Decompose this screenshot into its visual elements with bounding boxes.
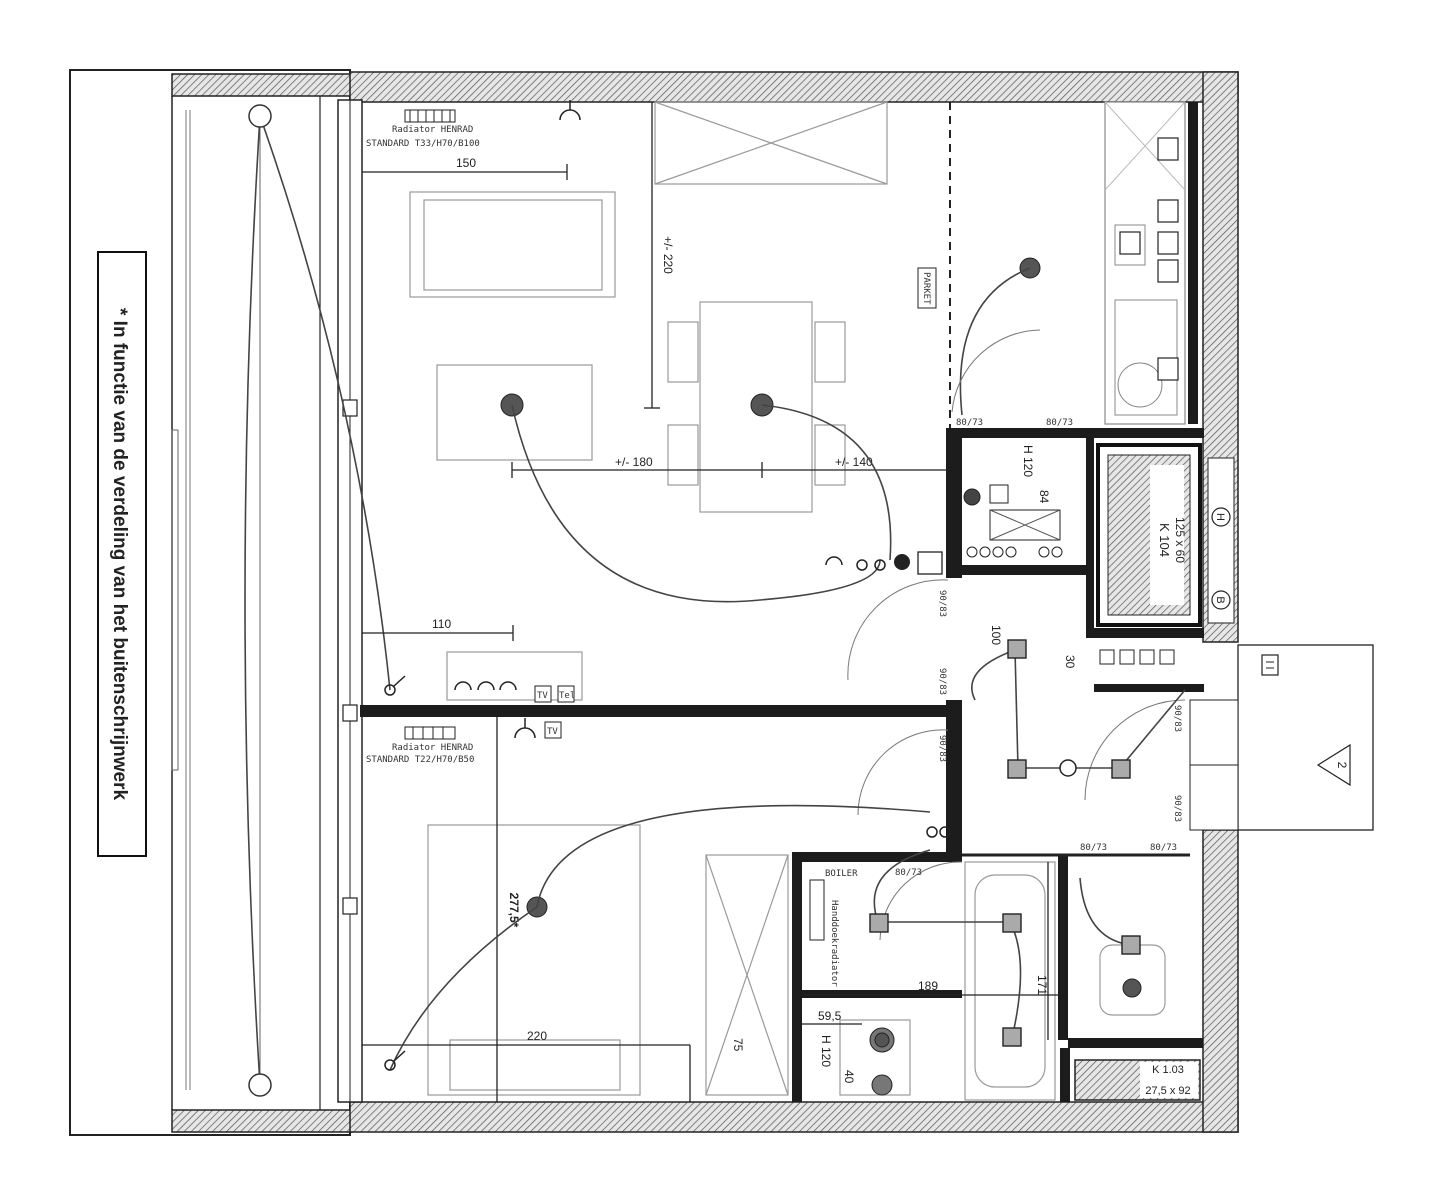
wall-corridor-left2 (946, 700, 962, 855)
svg-text:H: H (1214, 513, 1226, 521)
wall-living-bedroom (360, 705, 952, 717)
towel-radiator-icon (809, 879, 825, 941)
dim-30: 30 (1063, 655, 1077, 669)
dim-59: 59,5 (818, 1009, 842, 1023)
shaft-k103-label: K 1.03 (1152, 1064, 1184, 1076)
kitchen-sockets (1119, 137, 1179, 381)
svg-text:B: B (1214, 596, 1226, 603)
dim-110: 110 (432, 617, 451, 631)
terrace-light-icon (248, 104, 272, 128)
dim-220: 220 (527, 1029, 547, 1043)
note-text: * In functie van de verdeling van het bu… (109, 308, 130, 800)
svg-text:80/73: 80/73 (956, 418, 983, 428)
terrace-light-icon (248, 1073, 272, 1097)
sink-bath (839, 1019, 911, 1096)
svg-text:90/83: 90/83 (937, 668, 947, 695)
intercom-icon (1261, 654, 1279, 676)
junction-boxes (869, 639, 1141, 1047)
dim-40: 40 (842, 1070, 856, 1084)
bedroom-furniture (427, 824, 789, 1096)
sofa (409, 191, 616, 298)
wardrobe (705, 854, 789, 1096)
terrace-wall-bottom (171, 1109, 353, 1133)
kitchen (1104, 101, 1198, 425)
dim-171: 171 (1035, 975, 1049, 995)
wall-corridor-left (946, 428, 962, 578)
dim-220-vertical: +/- 220 (661, 236, 675, 274)
svg-text:2: 2 (1335, 762, 1349, 769)
sun-light-icon (1059, 759, 1077, 777)
svg-text:80/73: 80/73 (1080, 843, 1107, 853)
floor-number-triangle (1316, 743, 1351, 787)
wall-bottom (349, 1101, 1239, 1133)
svg-text:TV: TV (537, 691, 548, 701)
shaft-k104-size: 125 x 60 (1173, 517, 1187, 563)
sockets (384, 100, 951, 1071)
dining-table (699, 301, 813, 513)
svg-text:90/83: 90/83 (937, 735, 947, 762)
wall-right-lower (1202, 829, 1239, 1133)
boiler-label: BOILER (825, 869, 858, 879)
terrace-wall-top (171, 73, 353, 97)
ceiling-light-icon (1122, 978, 1142, 998)
radiator-living: Radiator HENRAD STANDARD T33/H70/B100 (366, 109, 480, 149)
heater-note: Handdoekradiator (829, 900, 839, 987)
shaft-k103-size: 27,5 x 92 (1145, 1085, 1190, 1097)
tv-cabinet (446, 651, 583, 701)
h120-bath: H 120 (819, 1035, 833, 1067)
dim-75: 75 (731, 1038, 745, 1052)
h120-kitchen: H 120 (1021, 445, 1035, 477)
dim-150: 150 (456, 156, 476, 170)
svg-text:Radiator HENRAD: Radiator HENRAD (392, 743, 473, 753)
dim-140: +/- 140 (835, 455, 873, 469)
ceiling-light-icon (874, 1032, 890, 1048)
note-box: * In functie van de verdeling van het bu… (97, 251, 147, 857)
radiator-bedroom: Radiator HENRAD STANDARD T22/H70/B50 (366, 726, 474, 765)
svg-text:90/83: 90/83 (937, 590, 947, 617)
bed (427, 824, 641, 1096)
svg-text:Radiator HENRAD: Radiator HENRAD (392, 125, 473, 135)
shaft-k104: K 104 125 x 60 (1096, 443, 1202, 627)
dim-180: +/- 180 (615, 455, 653, 469)
svg-text:STANDARD T33/H70/B100: STANDARD T33/H70/B100 (366, 139, 480, 149)
svg-text:80/73: 80/73 (1046, 418, 1073, 428)
dim-84: 84 (1037, 490, 1051, 504)
dim-189: 189 (918, 979, 938, 993)
bathtub (964, 861, 1056, 1101)
svg-text:80/73: 80/73 (895, 868, 922, 878)
sink-icon (1117, 362, 1163, 408)
living-furniture (409, 101, 888, 701)
meter-b: B (1211, 590, 1231, 610)
svg-text:STANDARD T22/H70/B50: STANDARD T22/H70/B50 (366, 755, 474, 765)
dim-100: 100 (989, 625, 1003, 645)
svg-text:80/73: 80/73 (1150, 843, 1177, 853)
svg-text:TV: TV (547, 727, 558, 737)
shaft-k103: K 1.03 27,5 x 92 (1074, 1059, 1201, 1101)
technical-room (963, 484, 1063, 558)
svg-text:Tel: Tel (559, 691, 575, 701)
meter-h: H (1211, 507, 1231, 527)
shaft-k104-label: K 104 (1157, 523, 1172, 557)
dim-277: 277,5* (507, 893, 521, 928)
svg-text:90/83: 90/83 (1172, 705, 1182, 732)
entrance-landing: 2 (1189, 644, 1374, 831)
wall-top (349, 71, 1239, 103)
coffee-table (436, 364, 593, 461)
svg-text:90/83: 90/83 (1172, 795, 1182, 822)
parket-label: PARKET (921, 272, 931, 305)
